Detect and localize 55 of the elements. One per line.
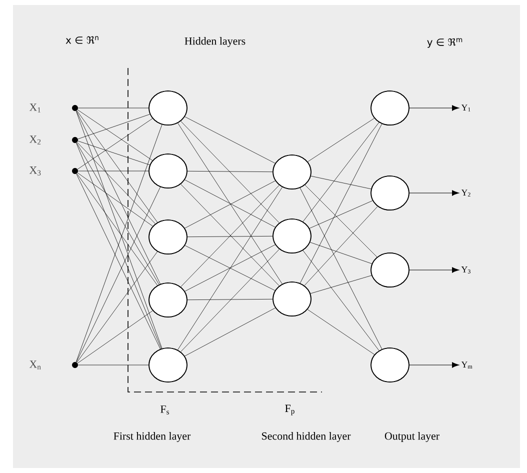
connection-line (77, 310, 153, 364)
text-label: x ∈ ℜ$^{n}$ (66, 36, 98, 44)
connection-line (187, 298, 273, 300)
text-label: First hidden layer (114, 432, 191, 442)
connection-line (310, 176, 372, 190)
text-label: y ∈ ℜ$^{m}$ (427, 38, 462, 48)
connection-line (310, 242, 372, 264)
connection-line (78, 364, 149, 366)
connection-line (78, 140, 150, 166)
connection-line (180, 120, 280, 224)
arrow (409, 267, 460, 273)
input-label: X$_{2}$ (29, 136, 41, 144)
connection-line (310, 275, 372, 294)
arrow (409, 362, 460, 368)
connection-line (77, 110, 153, 161)
connection-line (77, 118, 153, 170)
connection-line (77, 172, 153, 226)
connection-line (76, 110, 158, 223)
connection-line (76, 110, 160, 284)
connection-line (304, 184, 378, 258)
output-label: Y$_{3}$ (461, 266, 470, 274)
output-label: Y$_{2}$ (461, 190, 470, 196)
connection-line (78, 170, 149, 172)
connection-line (76, 142, 160, 285)
connection-line (184, 116, 276, 164)
text-label: Output layer (384, 432, 440, 442)
arrow (409, 105, 460, 111)
connection-line (300, 124, 382, 284)
connection-line (302, 122, 380, 222)
text-label: Hidden layers (184, 37, 246, 47)
connection-line (178, 186, 283, 350)
input-label: X$_{n}$ (29, 360, 41, 370)
connection-line (302, 250, 380, 351)
connection-line (308, 118, 375, 162)
connection-line (180, 248, 280, 352)
text-label: F$_{p}$ (285, 404, 294, 416)
connection-line (304, 206, 378, 286)
arrow (409, 190, 460, 196)
input-label: X$_{1}$ (29, 104, 41, 112)
text-label: Second hidden layer (262, 432, 351, 442)
connection-line (178, 122, 282, 284)
connection-line (300, 188, 382, 350)
input-label: X$_{3}$ (29, 166, 41, 176)
connection-line (309, 200, 373, 229)
output-label: Y$_{1}$ (461, 104, 470, 112)
connection-line (78, 114, 150, 140)
connection-line (307, 309, 375, 355)
connection-line (187, 170, 273, 172)
connection-line (76, 173, 158, 286)
text-label: F$_{s}$ (160, 406, 169, 414)
connection-line (76, 251, 158, 363)
connection-line (187, 236, 273, 238)
connection-line (77, 142, 156, 224)
connection-line (184, 308, 276, 356)
output-label: Y$_{m}$ (461, 362, 472, 368)
